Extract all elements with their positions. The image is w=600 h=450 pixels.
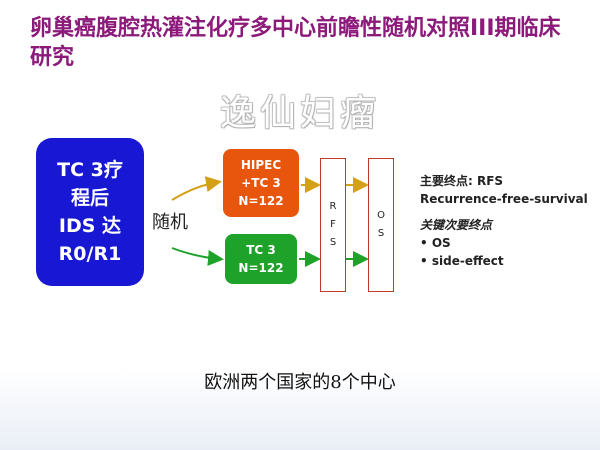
primary-endpoint-detail: Recurrence-free-survival <box>420 192 588 206</box>
arm-tc-line: N=122 <box>238 261 284 275</box>
arm-hipec-line: HIPEC <box>240 158 282 172</box>
rfs-box: R F S <box>320 158 346 292</box>
secondary-endpoint-item: • OS <box>420 236 451 250</box>
rfs-letter: F <box>330 219 336 230</box>
secondary-endpoint-item: • side-effect <box>420 254 504 268</box>
os-letter: S <box>377 228 385 239</box>
arm-hipec-box: HIPEC +TC 3 N=122 <box>223 149 299 217</box>
patient-box-line: TC 3疗 <box>57 159 123 181</box>
rfs-letter: R <box>329 201 337 212</box>
patient-box-line: 程后 <box>70 187 109 209</box>
watermark-text: 逸仙妇瘤 <box>219 93 380 134</box>
os-box: O S <box>368 158 394 292</box>
patient-box-line: R0/R1 <box>58 243 122 265</box>
endpoints-panel: 主要终点: RFS Recurrence-free-survival 关键次要终… <box>420 172 590 270</box>
arrow-to-arm2 <box>171 247 224 266</box>
rfs-letter: S <box>329 237 337 248</box>
patient-box: TC 3疗 程后 IDS 达 R0/R1 <box>36 138 144 286</box>
arm-tc-line: TC 3 <box>246 243 276 257</box>
os-letter: O <box>377 210 385 221</box>
randomize-label: 随机 <box>152 212 188 233</box>
primary-endpoint-heading: 主要终点: RFS <box>420 174 504 188</box>
arm-hipec-line: N=122 <box>238 194 284 208</box>
arm-hipec-line: +TC 3 <box>241 176 281 190</box>
secondary-endpoint-heading: 关键次要终点 <box>420 218 493 232</box>
arm-tc-box: TC 3 N=122 <box>225 234 297 284</box>
footer-note: 欧洲两个国家的8个中心 <box>204 372 396 393</box>
slide-title: 卵巢癌腹腔热灌注化疗多中心前瞻性随机对照III期临床研究 <box>30 16 561 70</box>
patient-box-line: IDS 达 <box>58 215 122 237</box>
arrow-to-arm1 <box>171 176 222 201</box>
